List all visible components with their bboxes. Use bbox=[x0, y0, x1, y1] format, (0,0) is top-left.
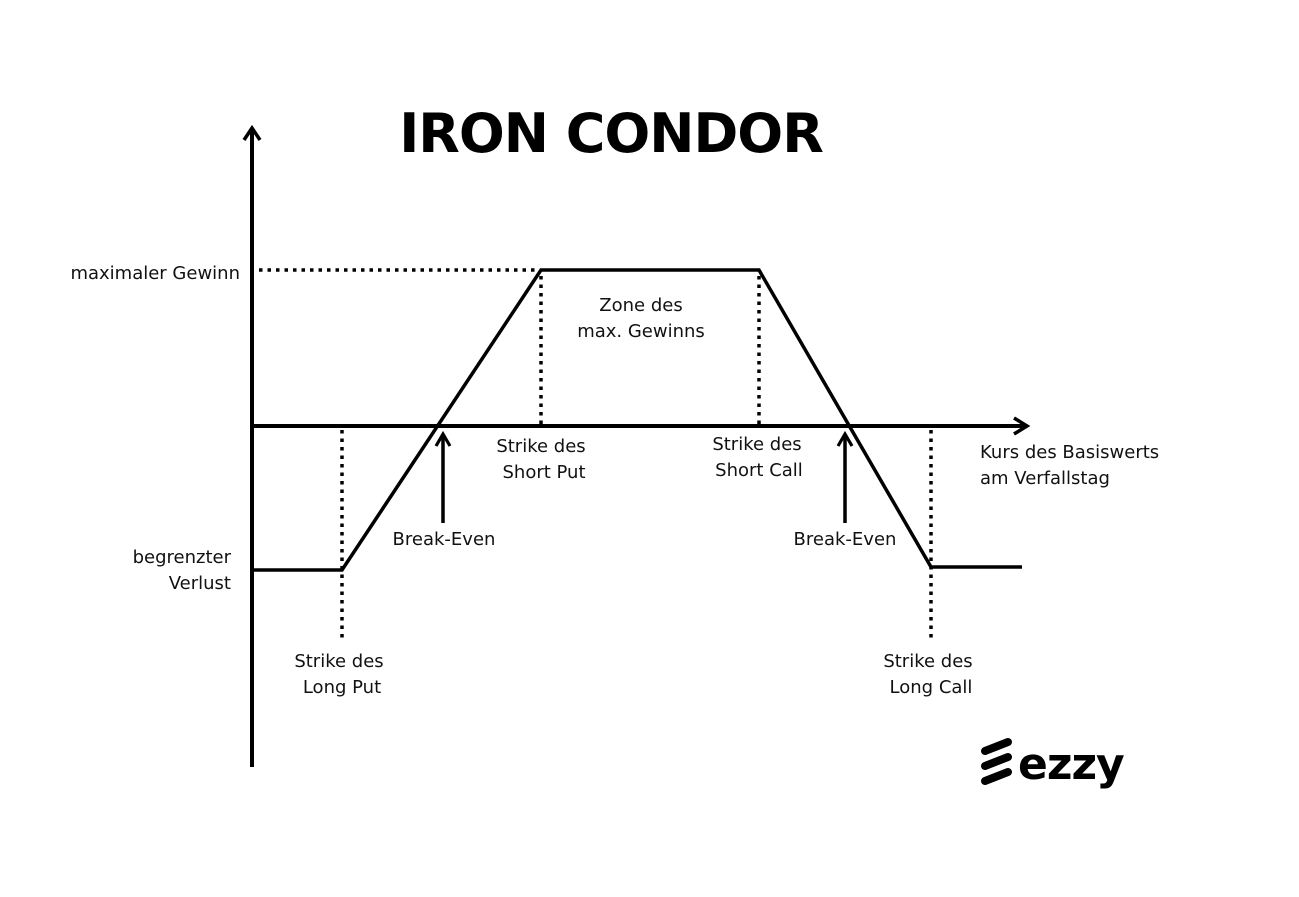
long-put-strike-label-line2: Long Put bbox=[303, 677, 381, 698]
payoff-profile-line bbox=[252, 268, 1022, 572]
limited-loss-label-line2: Verlust bbox=[169, 573, 231, 594]
y-axis-arrowhead bbox=[242, 124, 262, 141]
max-gain-zone-label-line2: max. Gewinns bbox=[577, 321, 705, 342]
max-gain-zone-label-line1: Zone des bbox=[599, 295, 682, 316]
axes bbox=[242, 124, 1031, 767]
x-axis-label-line2: am Verfallstag bbox=[980, 468, 1110, 489]
break-even-label-left: Break-Even bbox=[393, 529, 496, 550]
limited-loss-label-line1: begrenzter bbox=[133, 547, 232, 568]
short-call-strike-label-line1: Strike des bbox=[712, 434, 801, 455]
short-put-strike-label-line2: Short Put bbox=[502, 462, 585, 483]
ezzy-logo-text: ezzy bbox=[1018, 739, 1124, 790]
max-gain-label: maximaler Gewinn bbox=[70, 263, 240, 284]
short-put-strike-label-line1: Strike des bbox=[496, 436, 585, 457]
long-call-strike-label-line1: Strike des bbox=[883, 651, 972, 672]
long-call-strike-label-line2: Long Call bbox=[890, 677, 973, 698]
x-axis-label-line1: Kurs des Basiswerts bbox=[980, 442, 1159, 463]
break-even-arrow-left bbox=[434, 430, 452, 523]
break-even-label-right: Break-Even bbox=[794, 529, 897, 550]
diagram-title: IRON CONDOR bbox=[399, 102, 823, 165]
break-even-arrow-right bbox=[836, 430, 854, 523]
x-axis-arrowhead bbox=[1013, 416, 1031, 436]
long-put-strike-label-line1: Strike des bbox=[294, 651, 383, 672]
ezzy-logo: ezzy bbox=[981, 738, 1125, 790]
dotted-guides bbox=[259, 268, 933, 640]
short-call-strike-label-line2: Short Call bbox=[715, 460, 803, 481]
ezzy-stripes-icon bbox=[981, 738, 1012, 785]
